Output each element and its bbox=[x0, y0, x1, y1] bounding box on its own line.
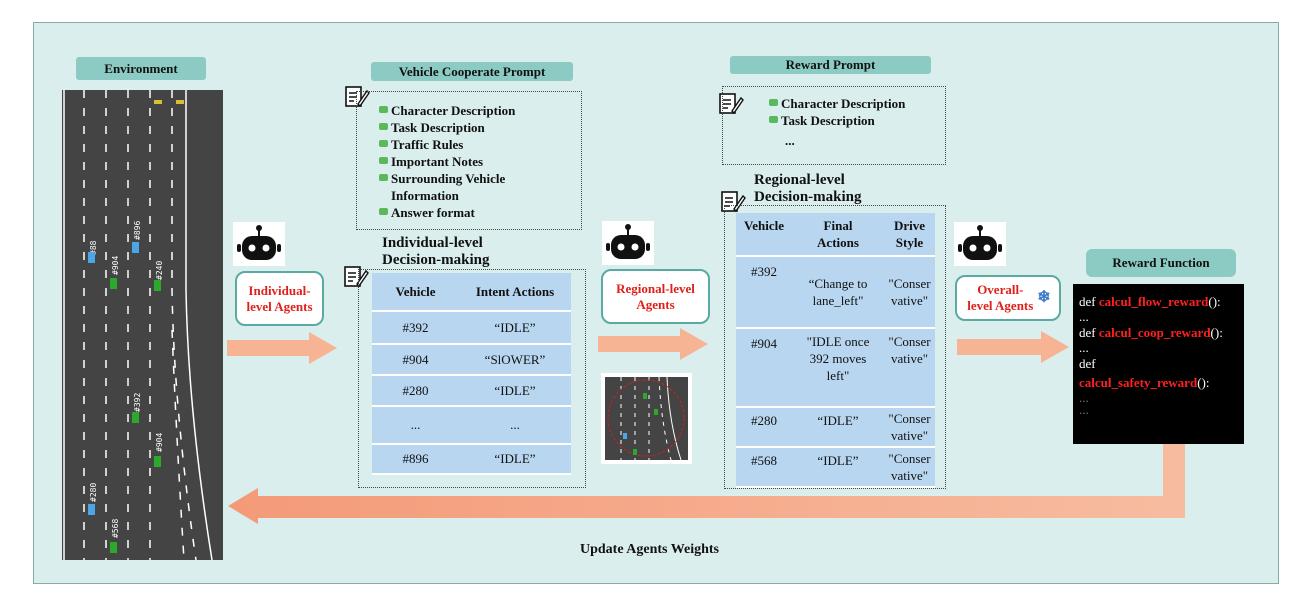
code-line: ... bbox=[1079, 390, 1089, 405]
message-icon bbox=[769, 99, 778, 106]
prompt-item: Character Description bbox=[769, 95, 945, 112]
regional-road-thumbnail bbox=[601, 373, 692, 464]
prompt-item: Answer format bbox=[379, 204, 581, 221]
message-icon bbox=[379, 140, 388, 147]
arrow-right-icon bbox=[598, 328, 708, 360]
reward-function-code: def calcul_flow_reward(): ... def calcul… bbox=[1073, 284, 1244, 444]
reward-prompt-more: ... bbox=[785, 133, 795, 148]
table-header: Final Actions bbox=[792, 213, 884, 257]
table-row: #904“SlOWER” bbox=[372, 344, 571, 376]
message-icon bbox=[379, 208, 388, 215]
table-header: Vehicle bbox=[372, 273, 459, 312]
table-row: #392 “Change to lane_left" "Conservative… bbox=[736, 256, 935, 329]
regional-section-title: Regional-level Decision-making bbox=[754, 172, 862, 205]
reward-prompt-header: Reward Prompt bbox=[730, 56, 931, 74]
individual-section-title: Individual-level Decision-making bbox=[382, 235, 490, 268]
message-icon bbox=[379, 174, 388, 181]
message-icon bbox=[379, 106, 388, 113]
env-vehicle-label: #392 bbox=[133, 393, 142, 412]
table-row: #568 “IDLE” "Conservative" bbox=[736, 447, 935, 488]
arrow-right-icon bbox=[227, 332, 337, 364]
message-icon bbox=[379, 123, 388, 130]
table-row: ...... bbox=[372, 406, 571, 445]
env-vehicle-label: #88 bbox=[89, 240, 98, 255]
robot-icon bbox=[954, 222, 1006, 266]
env-vehicle-label: #904 bbox=[111, 256, 120, 275]
code-line: ... bbox=[1079, 340, 1089, 355]
code-line: def calcul_coop_reward(): bbox=[1079, 325, 1223, 340]
table-row: #896“IDLE” bbox=[372, 444, 571, 475]
code-line: def bbox=[1079, 356, 1096, 371]
env-vehicle-label: #240 bbox=[155, 261, 164, 280]
env-vehicle-label: #904 bbox=[155, 433, 164, 452]
table-row: #280 “IDLE” "Conservative" bbox=[736, 407, 935, 448]
code-line: ... bbox=[1079, 402, 1089, 417]
reward-function-header: Reward Function bbox=[1086, 249, 1236, 277]
feedback-arrow-icon bbox=[228, 444, 1185, 524]
vehicle-prompt-header: Vehicle Cooperate Prompt bbox=[371, 62, 573, 81]
regional-table: Vehicle Final Actions Drive Style #392 “… bbox=[736, 213, 935, 488]
regional-agent-box: Regional-level Agents bbox=[601, 269, 710, 324]
table-row: #904 "IDLE once 392 moves left" "Conserv… bbox=[736, 328, 935, 408]
arrow-right-icon bbox=[957, 331, 1069, 363]
env-vehicle-label: #568 bbox=[111, 519, 120, 538]
code-line: calcul_safety_reward(): bbox=[1079, 375, 1210, 390]
code-line: def calcul_flow_reward(): bbox=[1079, 294, 1221, 309]
prompt-item: Task Description bbox=[379, 119, 581, 136]
overall-agent-box: Overall-level Agents ❄ bbox=[955, 275, 1061, 321]
road-view: #88 #904 #896 #240 #392 #904 #280 #568 bbox=[62, 90, 223, 560]
message-icon bbox=[769, 116, 778, 123]
feedback-label: Update Agents Weights bbox=[580, 542, 719, 557]
overall-agent-label: Overall-level Agents bbox=[967, 282, 1034, 313]
table-row: #280“IDLE” bbox=[372, 375, 571, 407]
regional-decision-box: Vehicle Final Actions Drive Style #392 “… bbox=[724, 205, 946, 489]
prompt-item: Character Description bbox=[379, 102, 581, 119]
prompt-item: Surrounding Vehicle Information bbox=[379, 170, 549, 204]
table-row: #392“IDLE” bbox=[372, 311, 571, 345]
prompt-item: Traffic Rules bbox=[379, 136, 581, 153]
env-vehicle-label: #280 bbox=[89, 483, 98, 502]
env-vehicle-label: #896 bbox=[133, 221, 142, 240]
message-icon bbox=[379, 157, 388, 164]
robot-icon bbox=[602, 221, 654, 265]
snowflake-icon: ❄ bbox=[1037, 289, 1051, 306]
individual-agent-box: Individual-level Agents bbox=[235, 271, 324, 326]
vehicle-prompt-box: Character Description Task Description T… bbox=[356, 91, 582, 230]
reward-edit-icon bbox=[719, 93, 744, 115]
code-line: ... bbox=[1079, 309, 1089, 324]
prompt-item: Important Notes bbox=[379, 153, 581, 170]
environment-header: Environment bbox=[76, 57, 206, 80]
prompt-item: Task Description bbox=[769, 112, 945, 129]
robot-icon bbox=[233, 222, 285, 266]
table-header: Intent Actions bbox=[459, 273, 571, 312]
table-header: Vehicle bbox=[736, 213, 792, 257]
regional-edit-icon bbox=[721, 191, 746, 213]
reward-prompt-box: Character Description Task Description .… bbox=[722, 86, 946, 165]
table-header: Drive Style bbox=[884, 213, 935, 257]
